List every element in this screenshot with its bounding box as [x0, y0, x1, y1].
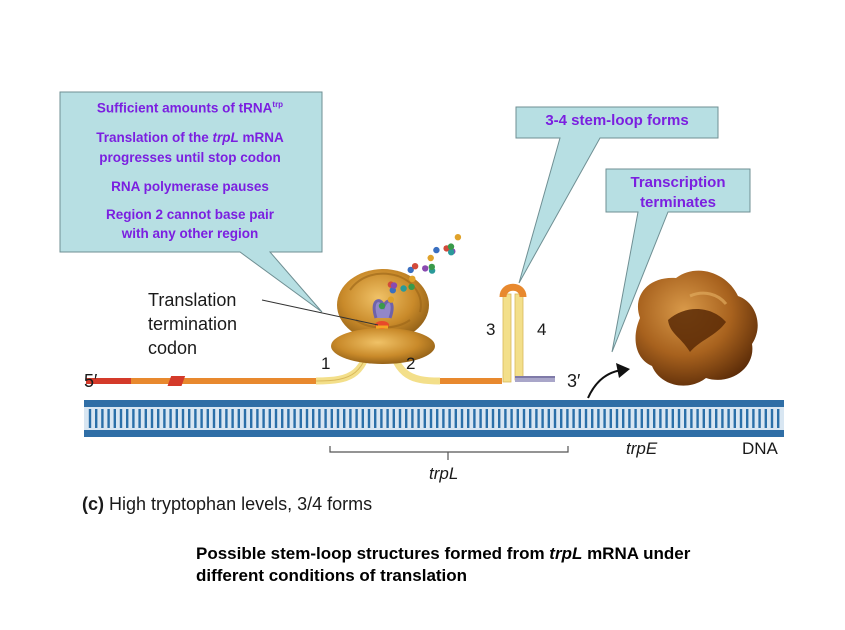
trpe-label: trpE [626, 439, 658, 458]
callout-line-region2: Region 2 cannot base pair [105, 207, 275, 222]
amino-acid-bead [378, 302, 386, 310]
amino-acid-bead [411, 263, 419, 270]
rna-polymerase [635, 270, 758, 386]
callout-termination-text: Transcription terminates [606, 173, 750, 213]
ribosome [331, 269, 435, 364]
slide-caption: Possible stem-loop structures formed fro… [196, 543, 816, 587]
region-3-label: 3 [486, 320, 496, 339]
slide-caption-prefix: Possible stem-loop structures formed fro… [196, 544, 550, 563]
termination-codon-label-line3: codon [148, 338, 198, 358]
trna-superscript: trp [272, 100, 284, 109]
nascent-peptide-chain [378, 234, 462, 310]
amino-acid-bead [447, 243, 455, 250]
callout-line-trna: Sufficient amounts of tRNAtrp [64, 96, 316, 117]
five-prime-label: 5′ [84, 371, 98, 391]
callout-stem-loop-text: 3-4 stem-loop forms [545, 112, 689, 129]
callout-line-translation: Translation of the trpL mRNA [64, 129, 316, 146]
termination-codon-label: Translation termination codon [148, 288, 237, 360]
amino-acid-bead [407, 266, 414, 274]
amino-acid-bead [454, 234, 462, 241]
panel-caption: (c) High tryptophan levels, 3/4 forms [82, 494, 372, 515]
termination-line-1: Transcription [630, 174, 726, 191]
callout-high-trp [59, 91, 323, 313]
trna-sufficient-text: Sufficient amounts of tRNA [96, 100, 273, 116]
slide-caption-line2: different conditions of translation [196, 566, 468, 585]
callout-line-stop-codon: progresses until stop codon [99, 150, 281, 165]
callout-line-base-pair: with any other region [121, 226, 259, 241]
callout-line-polymerase-pauses: RNA polymerase pauses [111, 179, 269, 194]
amino-acid-bead [409, 275, 416, 282]
trpl-gene-name: trpL [212, 130, 239, 145]
amino-acid-bead [433, 246, 440, 254]
slide-caption-gene: trpL [549, 544, 583, 563]
termination-line-2: terminates [640, 194, 716, 211]
panel-letter: (c) [82, 494, 104, 514]
slide-caption-line1: Possible stem-loop structures formed fro… [196, 543, 816, 565]
termination-codon-pointer [261, 299, 379, 326]
dna-duplex [84, 400, 784, 437]
termination-codon-label-line1: Translation [148, 290, 237, 310]
panel-caption-text: High tryptophan levels, 3/4 forms [104, 494, 373, 514]
slide-caption-suffix: mRNA under [582, 544, 691, 563]
amino-acid-bead [387, 296, 395, 303]
translation-suffix: mRNA [238, 130, 284, 145]
region-1-label: 1 [321, 354, 331, 373]
three-prime-label: 3′ [567, 371, 581, 391]
amino-acid-bead [408, 283, 415, 290]
amino-acid-bead [422, 265, 429, 272]
transcription-direction-arrow [587, 363, 630, 399]
translation-prefix: Translation of the [96, 130, 213, 145]
region-2-label: 2 [406, 354, 416, 373]
termination-codon-label-line2: termination [148, 314, 238, 334]
callout-stem-loop [515, 106, 719, 284]
amino-acid-bead [427, 254, 434, 262]
amino-acid-bead [400, 285, 407, 292]
region-4-label: 4 [537, 320, 547, 339]
amino-acid-bead [390, 282, 398, 289]
callout-termination [605, 168, 751, 353]
amino-acid-bead [428, 263, 435, 271]
amino-acid-bead [448, 249, 455, 256]
trpl-bracket [329, 446, 569, 460]
trpl-label: trpL [429, 464, 459, 483]
dna-label: DNA [742, 439, 778, 458]
